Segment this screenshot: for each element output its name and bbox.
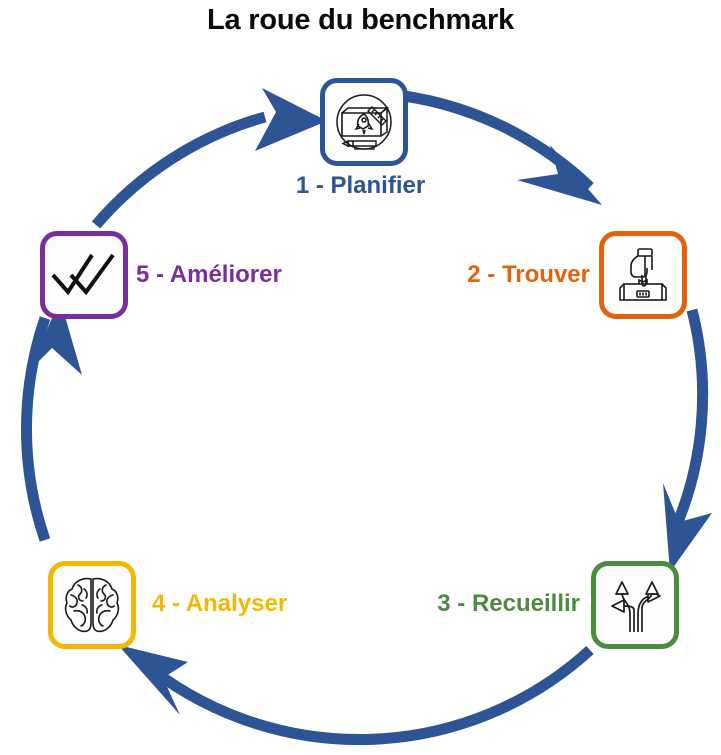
- step-5-label: 5 - Améliorer: [136, 261, 282, 288]
- arc-4-to-5: [21, 316, 51, 542]
- step-4-label: 4 - Analyser: [152, 590, 288, 617]
- step-5-icon-box[interactable]: [40, 231, 128, 319]
- arrowhead-to-ameliorer: [30, 299, 82, 375]
- step-2-icon-box[interactable]: [599, 231, 687, 319]
- page-title: La roue du benchmark: [206, 4, 514, 36]
- step-1-label: 1 - Planifier: [295, 172, 426, 199]
- step-3-label: 3 - Recueillir: [437, 590, 580, 617]
- arrowhead-to-planifier: [255, 88, 327, 151]
- arrowhead-to-recueillir: [663, 483, 712, 572]
- hand-pointing-box-icon: [612, 244, 674, 306]
- arrowhead-to-analyser: [118, 645, 188, 715]
- brain-icon: [60, 573, 124, 637]
- arc-2-to-3: [666, 308, 709, 539]
- arrowhead-to-trouver: [517, 145, 602, 205]
- step-2-label: 2 - Trouver: [467, 261, 590, 288]
- arc-5-to-1: [91, 111, 267, 229]
- double-checkmark-icon: [51, 249, 117, 301]
- step-4-icon-box[interactable]: [48, 561, 136, 649]
- step-3-icon-box[interactable]: [591, 561, 679, 649]
- arc-3-to-4: [136, 645, 594, 745]
- branching-arrows-icon: [604, 574, 666, 636]
- step-1-icon-box[interactable]: [320, 78, 408, 166]
- rocket-blueprint-icon: [331, 89, 397, 155]
